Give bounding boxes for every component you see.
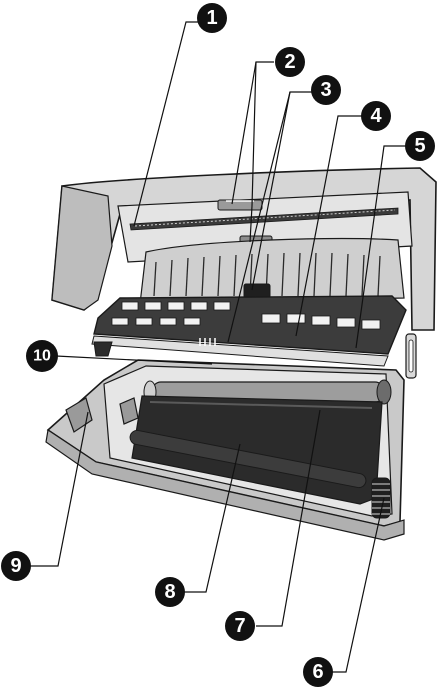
svg-text:10: 10 (33, 348, 51, 365)
base-front-lip (45, 428, 405, 541)
svg-text:4: 4 (370, 105, 382, 127)
front-panel-strip (93, 295, 407, 355)
paper-tray-edge (91, 335, 389, 367)
supply-roll (143, 379, 392, 405)
sensor-strip (129, 207, 399, 231)
document-guide (243, 283, 271, 299)
svg-text:7: 7 (234, 615, 245, 637)
svg-text:5: 5 (414, 135, 425, 157)
callout-5: 5 (405, 131, 435, 161)
svg-text:1: 1 (206, 7, 217, 29)
callout-8: 8 (155, 577, 185, 607)
callout-4: 4 (361, 101, 391, 131)
panel-keys (111, 301, 381, 330)
panel-grip (199, 338, 216, 346)
device-illustration (45, 167, 437, 541)
callout-9: 9 (1, 551, 31, 581)
callout-10: 10 (26, 340, 58, 372)
callout-1: 1 (197, 3, 227, 33)
gear-wheel (371, 477, 391, 519)
roller-cover (139, 237, 405, 305)
lid-left-side (51, 185, 113, 311)
lid-hinge (93, 341, 113, 357)
svg-text:8: 8 (164, 581, 175, 603)
callout-2: 2 (275, 47, 305, 77)
take-up-roll (129, 429, 367, 489)
svg-text:9: 9 (10, 555, 21, 577)
callout-3: 3 (311, 75, 341, 105)
svg-text:2: 2 (284, 51, 295, 73)
svg-text:6: 6 (312, 661, 323, 683)
callout-6: 6 (303, 657, 333, 687)
roller-ribs (153, 252, 381, 297)
svg-text:3: 3 (320, 79, 331, 101)
callout-7: 7 (225, 611, 255, 641)
